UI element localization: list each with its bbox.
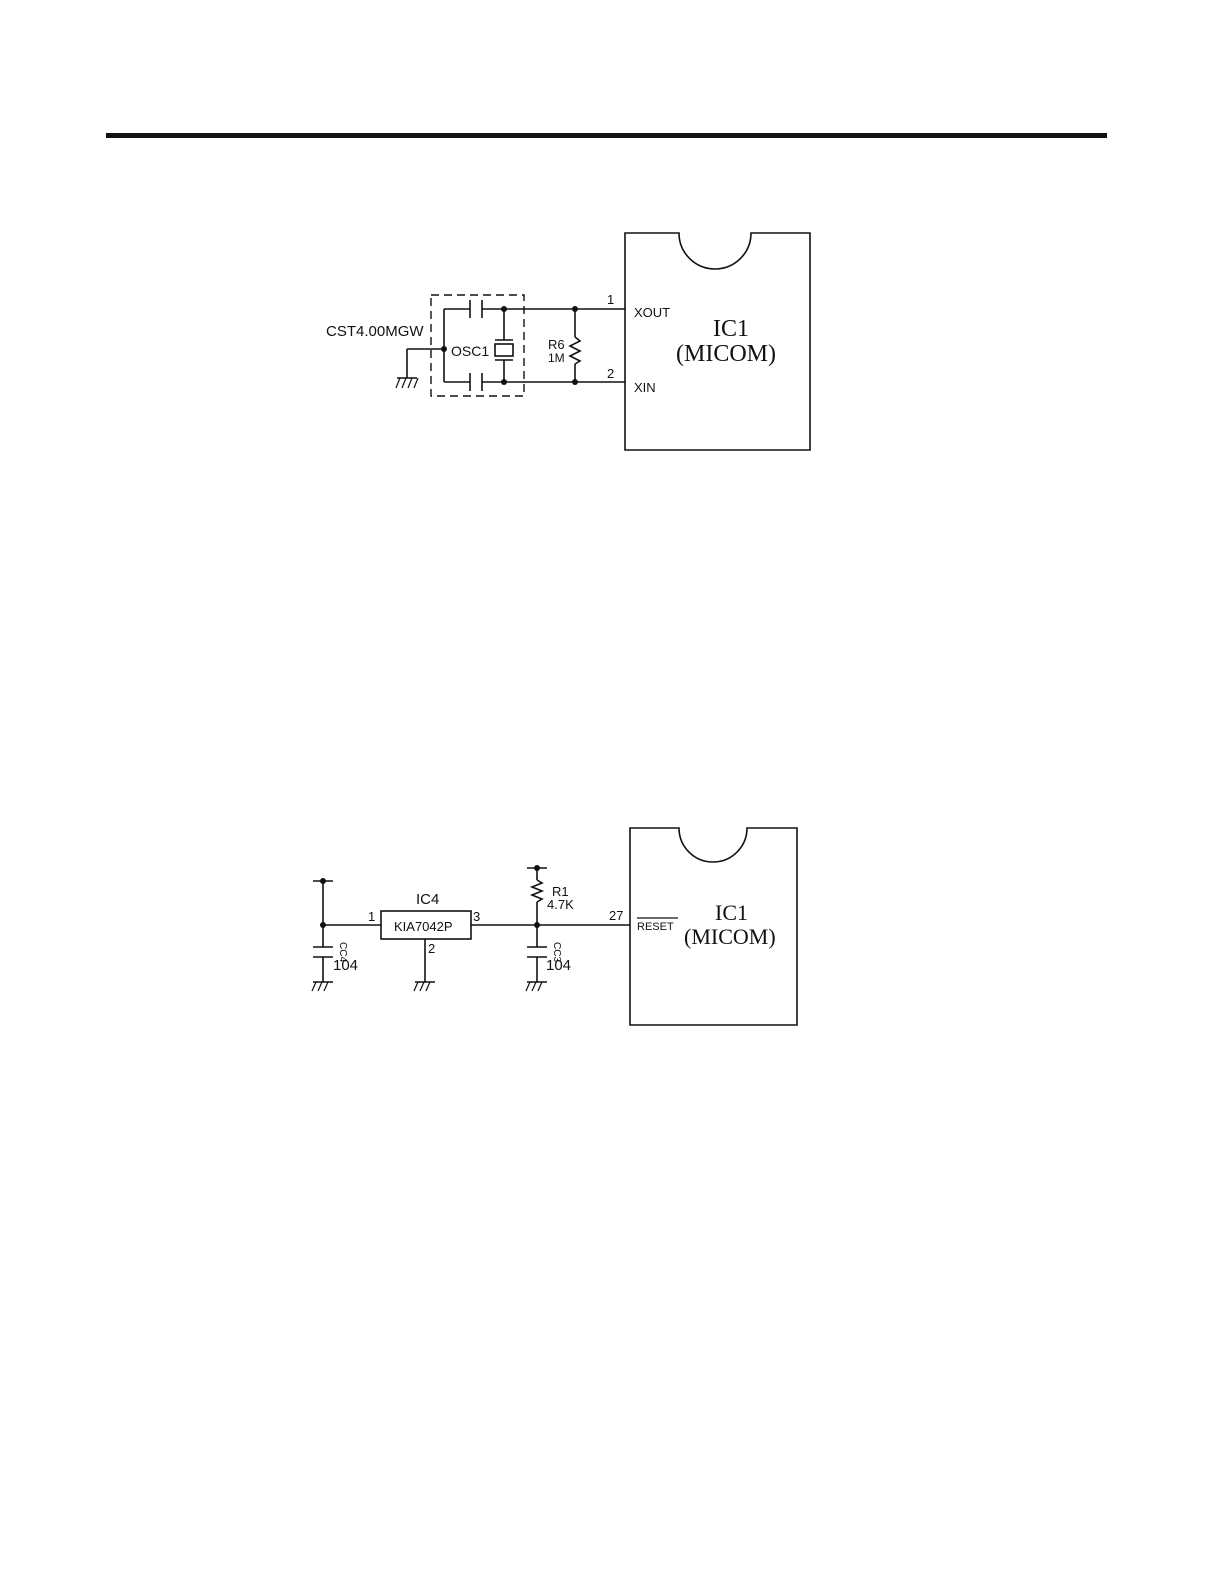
junction-r6-top <box>572 306 578 312</box>
ic4-ref-label: IC4 <box>416 891 439 908</box>
cc4-value-label: 104 <box>333 957 358 974</box>
junction-right <box>534 922 540 928</box>
pin-reset-number: 27 <box>609 908 623 923</box>
reset-ic1-ref: IC1 <box>715 900 748 925</box>
pin-reset-name: RESET <box>637 921 674 933</box>
r1-zigzag <box>532 880 542 902</box>
ground-icon <box>414 982 435 991</box>
xtal-body <box>495 344 513 356</box>
junction-r6-bottom <box>572 379 578 385</box>
r6-value-label: 1M <box>548 351 565 365</box>
ic4-pin3-label: 3 <box>473 909 480 924</box>
ic4-pin2-label: 2 <box>428 941 435 956</box>
r6-zigzag <box>570 337 580 364</box>
clock-ic1-name: (MICOM) <box>676 341 776 367</box>
ground-icon <box>396 378 418 388</box>
r6-ref-label: R6 <box>548 337 565 352</box>
ic4-pin1-label: 1 <box>368 909 375 924</box>
ground-icon <box>526 982 547 991</box>
reset-circuit: IC4 KIA7042P 1 2 3 R1 4.7K CC4 104 CC3 1… <box>312 828 797 1025</box>
reset-ic1-name: (MICOM) <box>684 924 776 949</box>
pin-xout-name: XOUT <box>634 305 670 320</box>
osc1-label: OSC1 <box>451 343 489 359</box>
junction-xtal-top <box>501 306 507 312</box>
resonator-part-label: CST4.00MGW <box>326 323 424 340</box>
pin-xin-number: 2 <box>607 366 614 381</box>
junction-xtal-bottom <box>501 379 507 385</box>
clock-ic1-ref: IC1 <box>713 316 749 342</box>
r1-value-label: 4.7K <box>547 897 574 912</box>
clock-circuit: CST4.00MGW OSC1 R6 1M 1 XOUT 2 XIN IC1 (… <box>326 233 810 450</box>
pin-xin-name: XIN <box>634 380 656 395</box>
ic4-part-label: KIA7042P <box>394 919 453 934</box>
ground-icon <box>312 982 333 991</box>
cc3-value-label: 104 <box>546 957 571 974</box>
pin-xout-number: 1 <box>607 292 614 307</box>
